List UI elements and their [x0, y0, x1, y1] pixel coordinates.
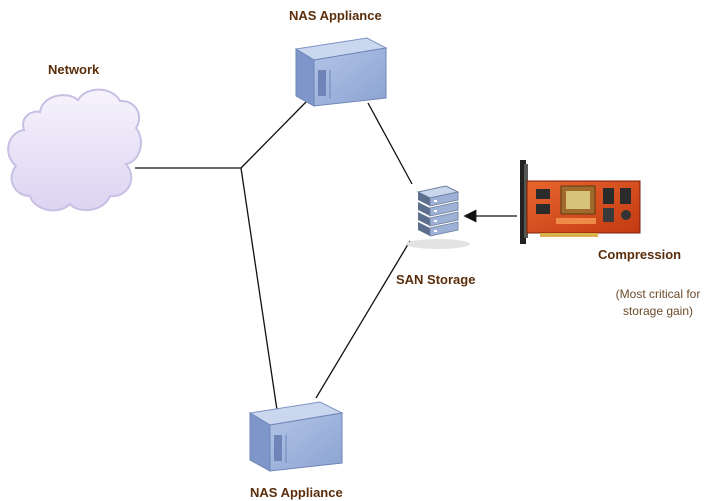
pci-card-icon	[520, 160, 641, 244]
nas-bottom-label: NAS Appliance	[250, 485, 343, 500]
san-storage-label: SAN Storage	[396, 272, 476, 287]
server-appliance-icon	[248, 401, 344, 472]
link-junction-nas-top	[240, 101, 307, 169]
link-nas-top-san	[367, 102, 413, 185]
storage-stack-icon	[406, 185, 470, 249]
network-label: Network	[48, 62, 100, 77]
compression-note-line1: (Most critical for	[615, 287, 701, 301]
compression-note: (Most critical for storage gain)	[600, 286, 716, 320]
cloud-icon	[7, 88, 142, 212]
server-appliance-icon	[294, 37, 388, 107]
link-san-nas-bottom	[315, 240, 411, 399]
connector-lines	[135, 101, 517, 411]
compression-note-line2: storage gain)	[622, 304, 694, 318]
link-junction-nas-bottom	[240, 167, 278, 411]
compression-label: Compression	[598, 247, 682, 262]
nas-top-label: NAS Appliance	[289, 8, 382, 23]
